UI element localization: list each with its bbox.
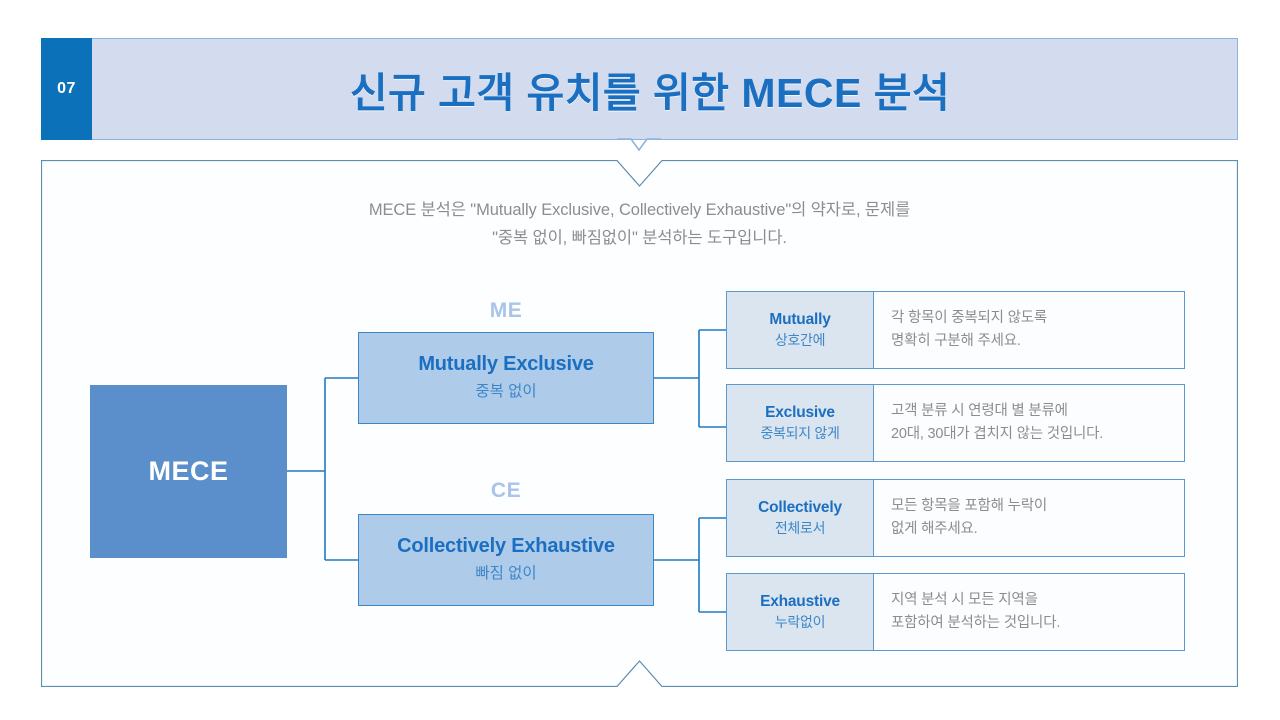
detail-label-ko: 상호간에: [774, 332, 826, 348]
header-background: [41, 38, 1238, 140]
detail-row[interactable]: Exclusive 중복되지 않게 고객 분류 시 연령대 별 분류에 20대,…: [726, 384, 1185, 462]
detail-row[interactable]: Collectively 전체로서 모든 항목을 포함해 누락이 없게 해주세요…: [726, 479, 1185, 557]
detail-label-cell: Mutually 상호간에: [727, 292, 874, 368]
detail-row[interactable]: Mutually 상호간에 각 항목이 중복되지 않도록 명확히 구분해 주세요…: [726, 291, 1185, 369]
detail-label-cell: Collectively 전체로서: [727, 480, 874, 556]
detail-label-en: Exclusive: [765, 404, 835, 421]
detail-description: 지역 분석 시 모든 지역을 포함하여 분석하는 것입니다.: [874, 574, 1184, 650]
slide-header: 07 신규 고객 유치를 위한 MECE 분석: [41, 38, 1238, 140]
detail-label-en: Exhaustive: [760, 593, 840, 610]
detail-description-line-1: 각 항목이 중복되지 않도록: [891, 310, 1048, 326]
page-title: 신규 고객 유치를 위한 MECE 분석: [92, 38, 1238, 140]
detail-description-line-1: 지역 분석 시 모든 지역을: [891, 592, 1038, 608]
detail-description-line-1: 고객 분류 시 연령대 별 분류에: [891, 403, 1068, 419]
page-title-text: 신규 고객 유치를 위한 MECE 분석: [349, 70, 951, 116]
branch-node-title-en: Collectively Exhaustive: [397, 535, 615, 557]
detail-label-ko: 전체로서: [774, 520, 826, 536]
intro-paragraph: MECE 분석은 "Mutually Exclusive, Collective…: [41, 196, 1238, 252]
detail-label-cell: Exclusive 중복되지 않게: [727, 385, 874, 461]
branch-node-mutually-exclusive[interactable]: Mutually Exclusive 중복 없이: [358, 332, 654, 424]
detail-description-line-2: 20대, 30대가 겹치지 않는 것입니다.: [891, 426, 1104, 442]
branch-tag-me: ME: [489, 299, 523, 322]
detail-label-ko: 누락없이: [774, 614, 826, 630]
detail-label-en: Collectively: [758, 499, 842, 516]
detail-description-line-2: 명확히 구분해 주세요.: [891, 333, 1021, 349]
intro-line-2: "중복 없이, 빠짐없이" 분석하는 도구입니다.: [492, 229, 787, 247]
branch-node-title-ko: 중복 없이: [475, 383, 537, 400]
detail-label-en: Mutually: [769, 311, 831, 328]
detail-description: 각 항목이 중복되지 않도록 명확히 구분해 주세요.: [874, 292, 1184, 368]
detail-description-line-2: 없게 해주세요.: [891, 521, 978, 537]
branch-node-title-ko: 빠짐 없이: [475, 565, 537, 582]
slide-number-badge: 07: [41, 38, 92, 140]
detail-description-line-1: 모든 항목을 포함해 누락이: [891, 498, 1048, 514]
detail-description-line-2: 포함하여 분석하는 것입니다.: [891, 615, 1061, 631]
root-node-label: MECE: [148, 456, 229, 486]
slide-number: 07: [57, 80, 76, 97]
header-bottom-notch-icon: [617, 138, 661, 152]
branch-node-title-en: Mutually Exclusive: [418, 353, 594, 375]
detail-label-cell: Exhaustive 누락없이: [727, 574, 874, 650]
detail-description: 모든 항목을 포함해 누락이 없게 해주세요.: [874, 480, 1184, 556]
branch-tag-ce: CE: [490, 479, 522, 502]
intro-line-1: MECE 분석은 "Mutually Exclusive, Collective…: [368, 201, 911, 219]
detail-row[interactable]: Exhaustive 누락없이 지역 분석 시 모든 지역을 포함하여 분석하는…: [726, 573, 1185, 651]
root-node-mece[interactable]: MECE: [90, 385, 287, 558]
detail-description: 고객 분류 시 연령대 별 분류에 20대, 30대가 겹치지 않는 것입니다.: [874, 385, 1184, 461]
detail-label-ko: 중복되지 않게: [760, 425, 840, 441]
branch-node-collectively-exhaustive[interactable]: Collectively Exhaustive 빠짐 없이: [358, 514, 654, 606]
